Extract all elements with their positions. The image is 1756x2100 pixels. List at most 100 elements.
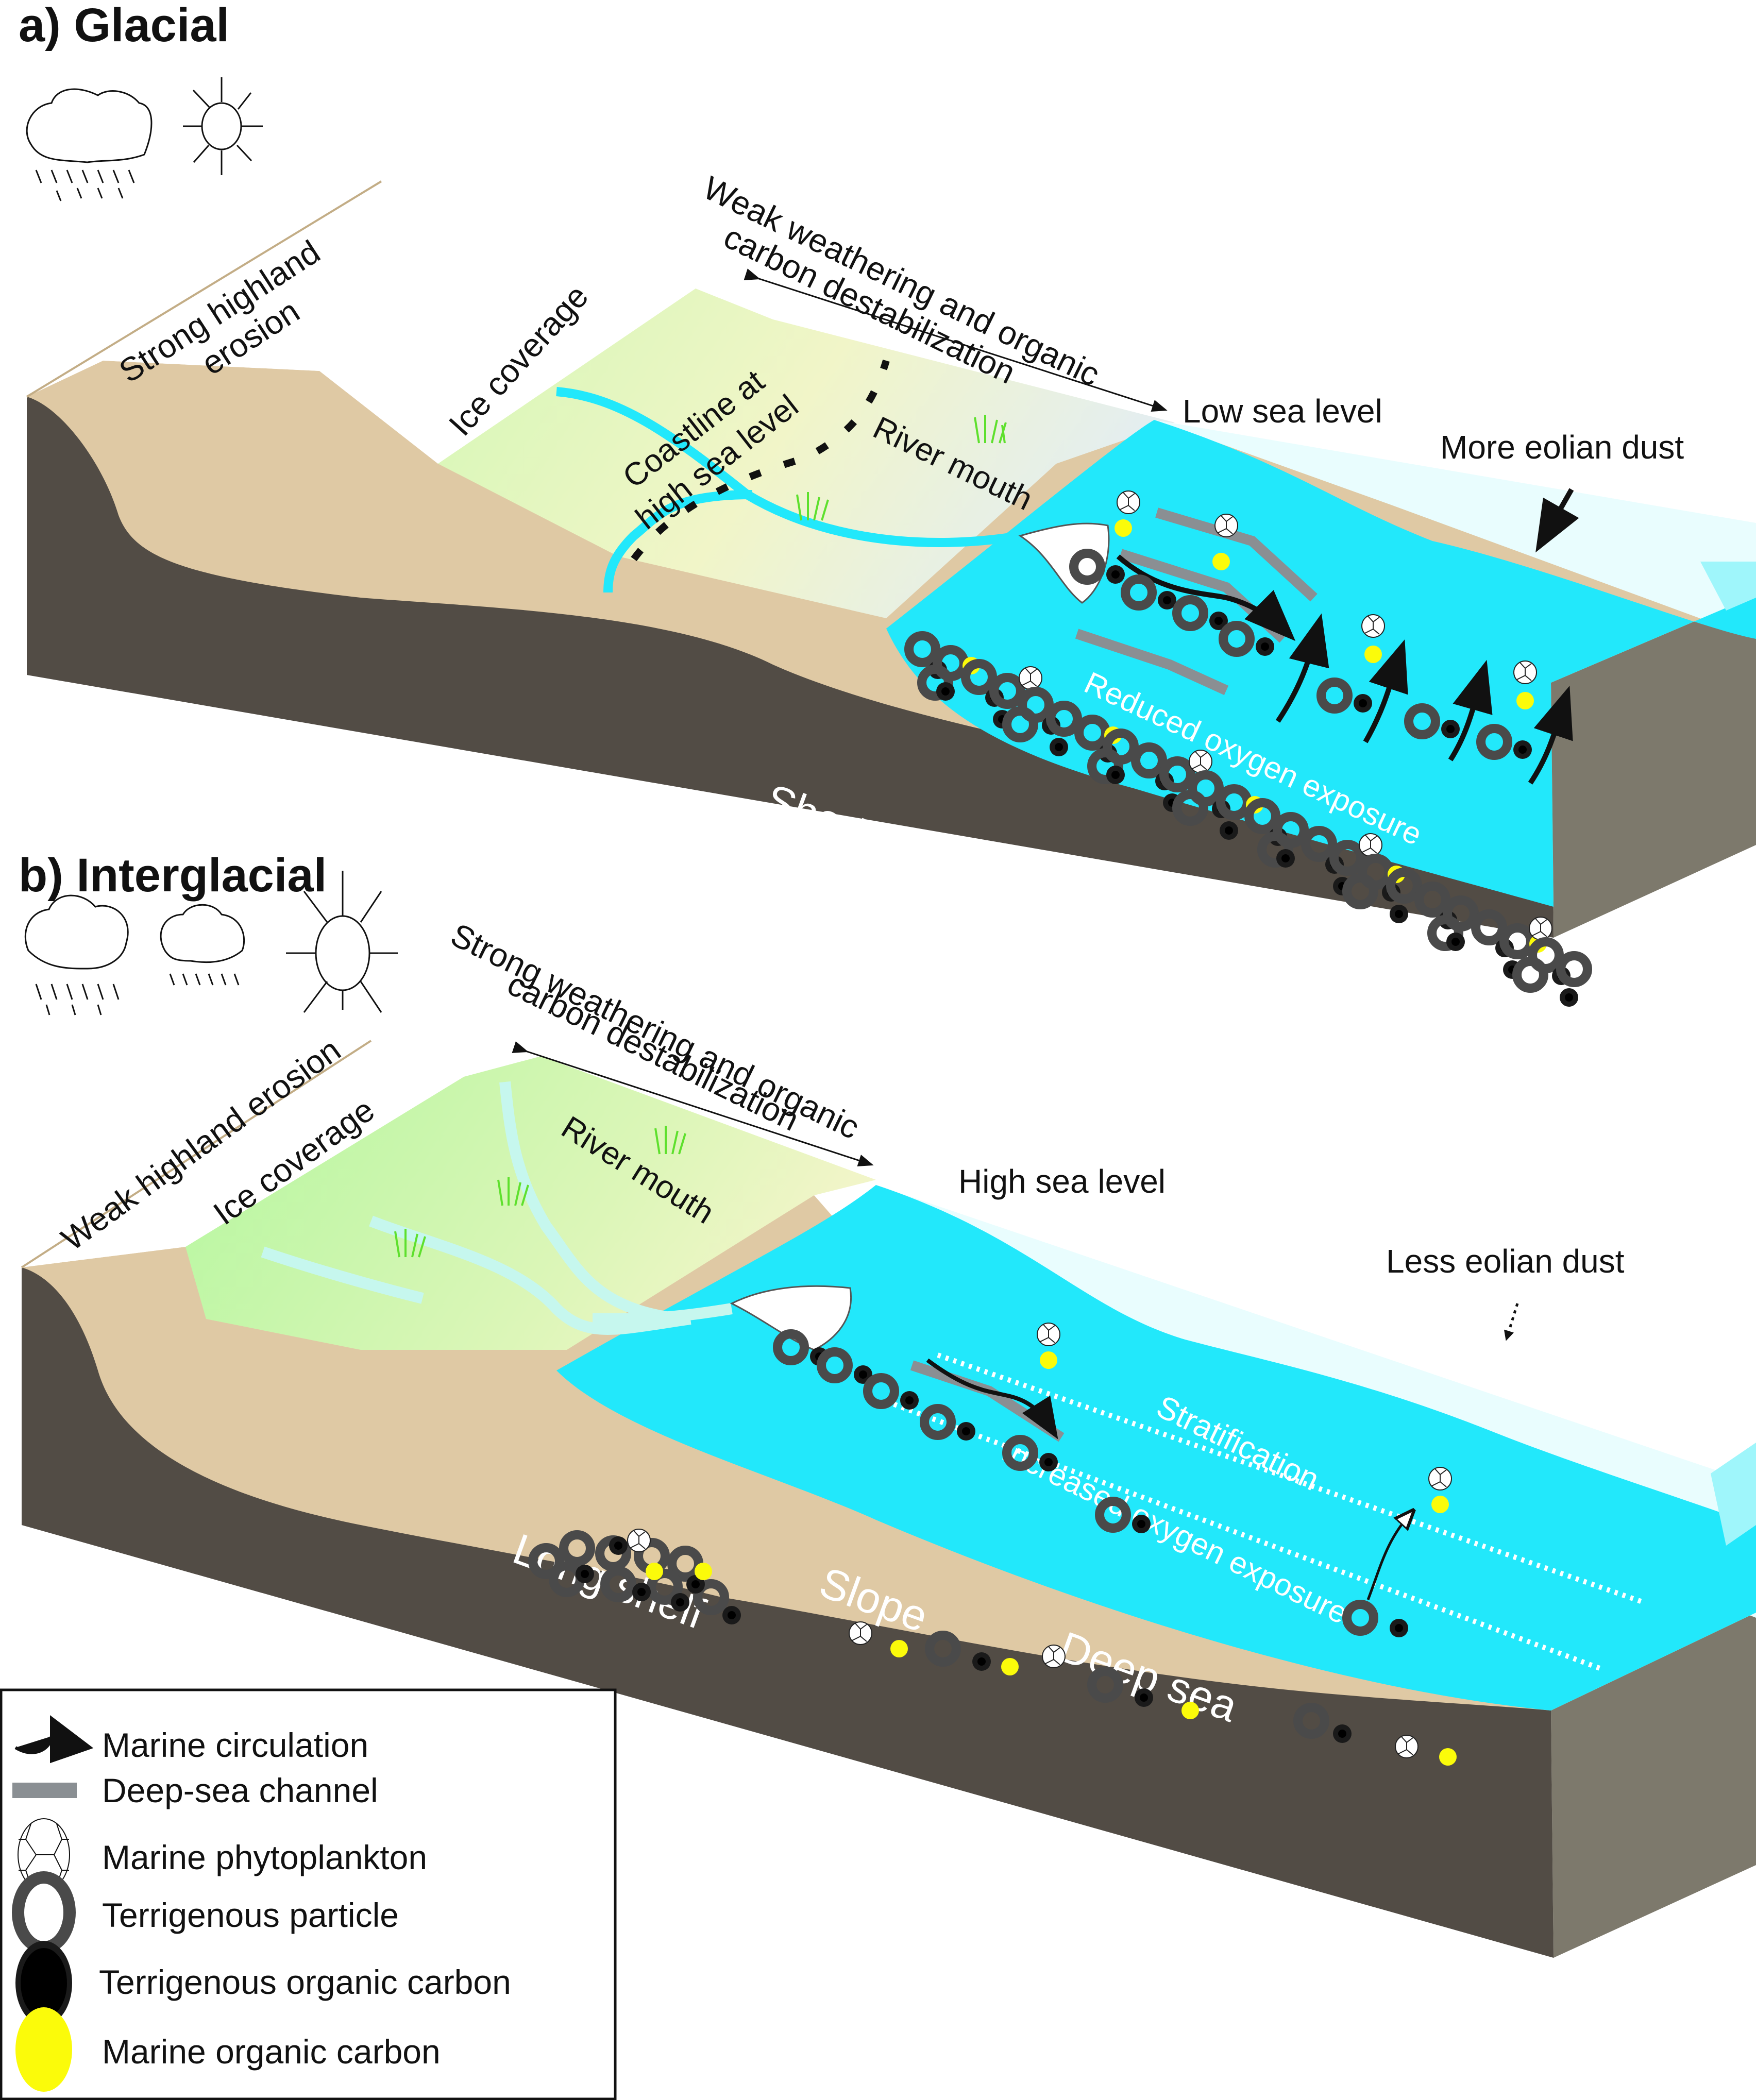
sea-side-b — [1711, 1443, 1756, 1546]
marine-carbon — [1431, 1496, 1449, 1513]
dust-arrow-b — [1504, 1303, 1519, 1341]
weathering-arrow-a — [744, 268, 1168, 412]
legend-label: Deep-sea channel — [102, 1771, 378, 1809]
terrigenous-particle — [1476, 914, 1502, 941]
phytoplankton — [1513, 661, 1537, 684]
terrigenous-carbon — [1333, 1724, 1352, 1743]
land-a — [438, 289, 1175, 618]
phytoplankton — [1042, 1645, 1066, 1668]
legend-item-deep-sea-channel: Deep-sea channel — [12, 1771, 378, 1809]
sea-level-label-a: Low sea level — [1183, 393, 1382, 430]
terrigenous-carbon — [1039, 1453, 1058, 1471]
marine-circulation-arrow-icon — [14, 1715, 94, 1764]
terrigenous-particle — [1504, 928, 1531, 955]
marine-carbon — [646, 1563, 663, 1580]
sea-side-a — [1700, 562, 1756, 611]
weathering-arrow-b — [512, 1041, 874, 1166]
rain-cloud-icon — [160, 904, 245, 986]
dust-arrow-a — [1535, 488, 1579, 553]
terrigenous-carbon — [957, 1422, 975, 1441]
terrigenous-carbon — [1135, 1688, 1153, 1707]
phytoplankton — [1019, 666, 1042, 690]
bedrock-side-a — [1551, 595, 1756, 938]
terrigenous-carbon — [1513, 740, 1532, 759]
marine-carbon — [1439, 1748, 1457, 1766]
marine-carbon — [1001, 1658, 1019, 1675]
dust-label-a: More eolian dust — [1440, 429, 1684, 466]
rivers-b — [261, 1081, 733, 1335]
sea-level-label-b: High sea level — [958, 1163, 1166, 1200]
bedrock-side-b — [1551, 1613, 1756, 1958]
rain-cloud-icon — [24, 894, 129, 1015]
terrigenous-carbon — [1106, 565, 1125, 584]
dust-label-b: Less eolian dust — [1386, 1243, 1625, 1280]
terrigenous-carbon — [936, 682, 955, 701]
phytoplankton — [1037, 1323, 1060, 1346]
terrigenous-carbon — [1256, 637, 1274, 656]
legend-label: Terrigenous particle — [102, 1896, 399, 1934]
legend-label: Terrigenous organic carbon — [99, 1963, 511, 2001]
marine-carbon — [1212, 553, 1230, 570]
legend-item-marine-carbon: Marine organic carbon — [15, 2007, 441, 2092]
marine-carbon — [1181, 1702, 1199, 1719]
panel-a-title: a) Glacial — [19, 0, 229, 52]
phytoplankton — [1428, 1467, 1452, 1491]
marine-circulation-arrow-b — [926, 1358, 1058, 1439]
sun-icon — [183, 77, 263, 175]
sun-icon — [286, 871, 398, 1013]
legend-label: Marine phytoplankton — [102, 1838, 427, 1876]
phytoplankton — [1361, 614, 1385, 638]
sea-b — [556, 1185, 1756, 1711]
marine-circulation-arrow-b2 — [1366, 1512, 1412, 1600]
marine-circulation-arrows-a — [1116, 554, 1573, 785]
phytoplankton — [1359, 833, 1382, 857]
terrigenous-carbon-icon — [15, 1941, 72, 2025]
marine-carbon — [1516, 692, 1534, 709]
terrigenous-carbon — [1354, 694, 1372, 713]
terrigenous-carbon — [1390, 1619, 1408, 1637]
marine-carbon — [1364, 646, 1382, 663]
terrigenous-carbon — [576, 1565, 594, 1583]
river-fan-b — [730, 1285, 852, 1351]
legend-item-terrigenous-carbon: Terrigenous organic carbon — [15, 1941, 511, 2025]
phytoplankton — [1395, 1735, 1419, 1758]
phytoplankton — [627, 1529, 651, 1552]
white-highland-a — [27, 191, 438, 464]
terrigenous-carbon — [1446, 933, 1465, 951]
phytoplankton — [1214, 514, 1238, 537]
rain-cloud-icon — [26, 88, 153, 201]
legend-label: Marine organic carbon — [102, 2033, 441, 2071]
zone-label-shelf: shelf — [731, 834, 834, 911]
marine-carbon — [1115, 519, 1132, 537]
terrigenous-carbon — [1276, 849, 1295, 868]
deep-sea-channel-icon — [12, 1783, 77, 1798]
panel-interglacial: b) Interglacial — [19, 849, 1756, 1958]
sea-surface-light-a — [1154, 420, 1756, 639]
terrigenous-particle — [1561, 956, 1588, 983]
river-a — [556, 387, 1021, 593]
highland-edge-a — [26, 180, 382, 398]
terrigenous-carbon — [1106, 766, 1125, 784]
terrigenous-carbon — [632, 1583, 651, 1601]
phytoplankton — [1529, 917, 1552, 940]
marine-carbon — [1040, 1351, 1057, 1369]
terrigenous-carbon — [609, 1536, 628, 1555]
grass-icon — [796, 415, 1007, 521]
phytoplankton — [1189, 750, 1212, 773]
legend: Marine circulation Deep-sea channel Mari… — [0, 1688, 617, 2100]
panel-glacial: a) Glacial Strong highland — [19, 0, 1756, 1007]
terrigenous-carbon — [1220, 821, 1238, 840]
legend-box — [0, 1688, 617, 2100]
terrigenous-carbon — [1441, 720, 1460, 738]
marine-carbon — [890, 1640, 908, 1657]
terrigenous-carbon — [671, 1593, 689, 1612]
legend-item-marine-phytoplankton: Marine phytoplankton — [18, 1818, 427, 1891]
terrigenous-carbon — [1132, 1515, 1151, 1533]
terrigenous-carbon — [722, 1606, 741, 1624]
terrigenous-particle-icon — [12, 1871, 76, 1954]
zone-label-deepsea-a: Deep sea — [1084, 891, 1275, 1000]
highland-edge-b — [21, 1040, 372, 1268]
marine-carbon — [695, 1563, 712, 1580]
legend-item-marine-circulation: Marine circulation — [14, 1715, 368, 1764]
terrigenous-carbon — [1560, 988, 1578, 1007]
